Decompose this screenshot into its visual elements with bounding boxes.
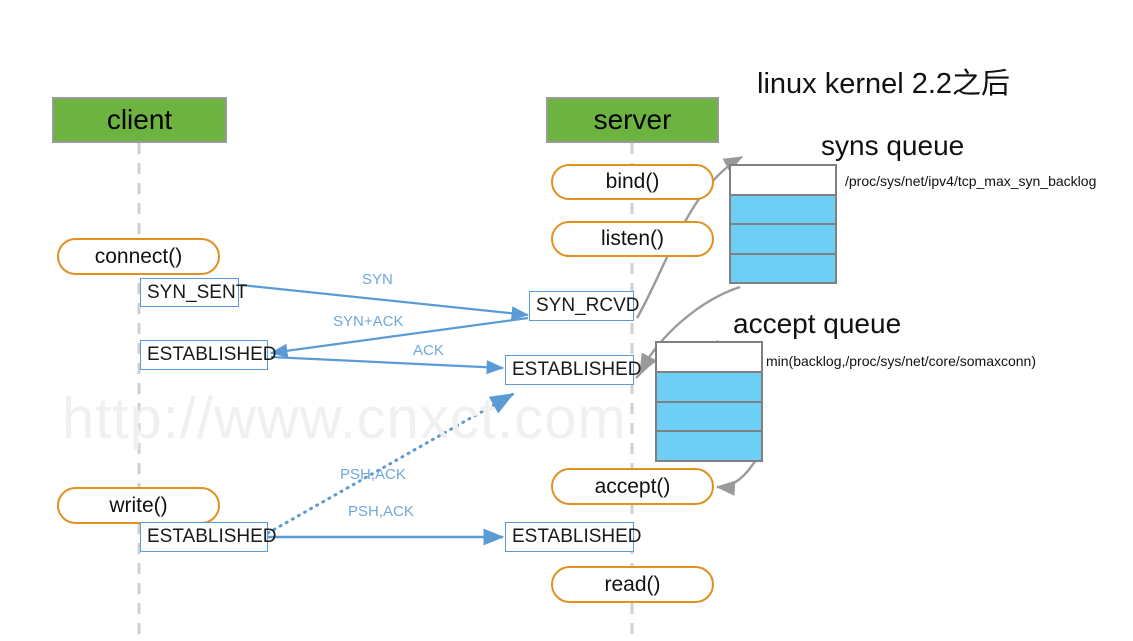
syns-queue — [729, 164, 837, 284]
syns-queue-cell-3 — [731, 254, 835, 282]
syns-queue-note: /proc/sys/net/ipv4/tcp_max_syn_backlog — [845, 173, 1097, 189]
accept-queue — [655, 341, 763, 462]
server-state-established-2-label: ESTABLISHED — [512, 526, 642, 547]
server-state-syn-rcvd-label: SYN_RCVD — [536, 295, 640, 316]
client-call-write[interactable]: write() — [57, 487, 220, 524]
server-call-accept-label: accept() — [594, 474, 671, 498]
server-call-listen[interactable]: listen() — [551, 221, 714, 257]
watermark: http://www.cnxct.com — [62, 386, 627, 451]
curve-accept-queue-to-accept-call — [715, 457, 759, 496]
syns-queue-cell-2 — [731, 225, 835, 255]
message-label-psh-ack-solid: PSH,ACK — [348, 503, 414, 520]
server-call-read-label: read() — [604, 572, 661, 596]
accept-queue-note: min(backlog,/proc/sys/net/core/somaxconn… — [766, 353, 1036, 369]
accept-queue-cell-2 — [657, 402, 761, 433]
server-call-accept[interactable]: accept() — [551, 468, 714, 505]
accept-queue-cell-1 — [657, 372, 761, 403]
participant-label-client: client — [106, 104, 173, 135]
syns-queue-title: syns queue — [821, 130, 965, 161]
arrow-syn — [240, 283, 530, 321]
participant-header-server: server — [546, 97, 719, 143]
client-state-established-2-label: ESTABLISHED — [147, 526, 277, 547]
client-state-syn-sent: SYN_SENT — [140, 278, 247, 307]
server-call-listen-label: listen() — [600, 227, 664, 250]
client-state-established-2: ESTABLISHED — [140, 522, 277, 552]
kernel-version-note: linux kernel 2.2之后 — [757, 68, 1011, 100]
server-state-established-1: ESTABLISHED — [505, 355, 642, 385]
message-label-psh-ack-dotted: PSH,ACK — [340, 466, 406, 483]
syns-queue-cell-0 — [731, 166, 835, 196]
message-label-syn-ack: SYN+ACK — [333, 313, 404, 330]
client-call-connect-label: connect() — [94, 244, 183, 268]
message-label-ack: ACK — [413, 342, 444, 359]
server-call-read[interactable]: read() — [551, 566, 714, 603]
accept-queue-title: accept queue — [733, 308, 902, 339]
participant-header-client: client — [52, 97, 227, 143]
server-state-established-2: ESTABLISHED — [505, 522, 642, 552]
syns-queue-cell-1 — [731, 195, 835, 225]
client-call-write-label: write() — [109, 493, 168, 517]
server-call-bind-label: bind() — [605, 170, 660, 193]
message-label-syn: SYN — [362, 271, 393, 288]
client-call-connect[interactable]: connect() — [57, 238, 220, 275]
server-call-bind[interactable]: bind() — [551, 164, 714, 200]
client-state-syn-sent-label: SYN_SENT — [147, 281, 248, 303]
accept-queue-cell-3 — [657, 432, 761, 460]
client-state-established-1: ESTABLISHED — [140, 340, 277, 370]
accept-queue-cell-0 — [657, 343, 761, 373]
server-state-syn-rcvd: SYN_RCVD — [529, 291, 639, 321]
participant-label-server: server — [593, 104, 672, 135]
server-state-established-1-label: ESTABLISHED — [512, 359, 642, 380]
arrow-ack — [270, 355, 505, 375]
client-state-established-1-label: ESTABLISHED — [147, 344, 277, 365]
